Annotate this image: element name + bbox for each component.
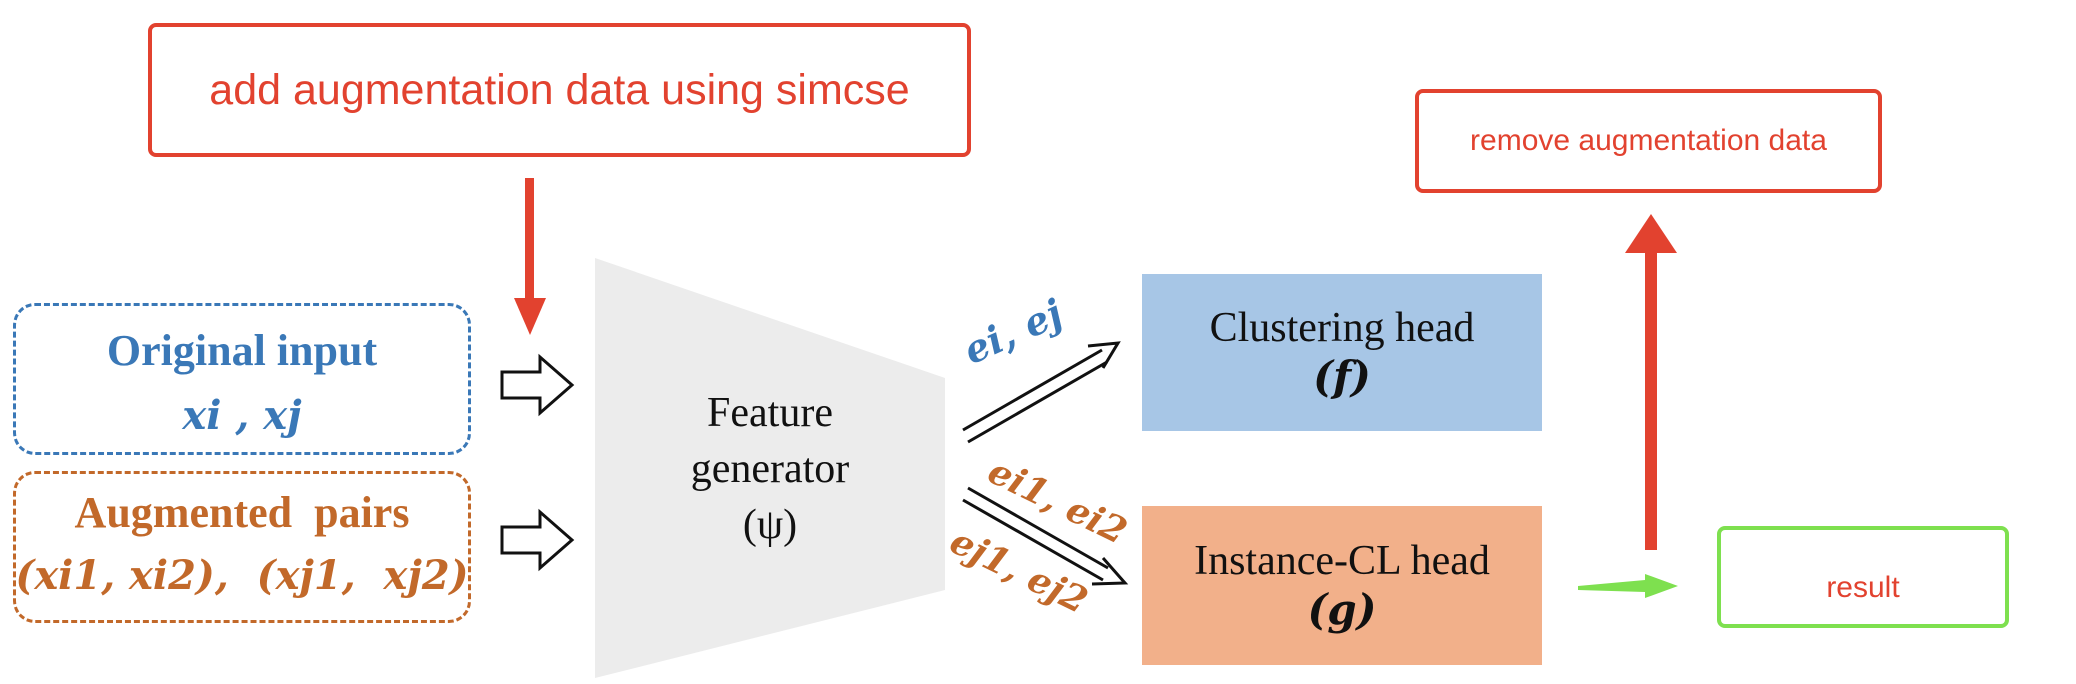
feature-generator-line2: generator	[690, 446, 850, 492]
remove-augmentation-text: remove augmentation data	[1470, 124, 1827, 157]
add-augmentation-annotation: add augmentation data using simcse	[148, 23, 971, 157]
original-input-title: Original input	[106, 326, 378, 375]
remove-augmentation-annotation: remove augmentation data	[1415, 89, 1882, 193]
clustering-head-title: Clustering head	[1209, 305, 1475, 351]
feature-generator-label: Feature generator (ψ)	[630, 385, 910, 553]
instance-cl-head-title: Instance-CL head	[1194, 538, 1490, 584]
hollow-arrow-augmented	[500, 508, 575, 572]
feature-generator-line1: Feature	[707, 390, 833, 436]
instance-cl-head-symbol: (g)	[1307, 585, 1377, 634]
result-text: result	[1826, 571, 1900, 604]
feature-generator-shape	[595, 258, 945, 678]
augmented-pairs-vars: (xi1, xi2), (xj1, xj2)	[15, 552, 469, 599]
red-down-arrow	[514, 178, 546, 335]
add-augmentation-text: add augmentation data using simcse	[209, 65, 910, 114]
green-arrow	[1578, 574, 1678, 598]
double-arrow-to-clustering	[962, 341, 1121, 444]
instance-cl-head: Instance-CL head (g)	[1142, 506, 1542, 665]
clustering-head: Clustering head (f)	[1142, 274, 1542, 431]
augmented-pairs-box	[13, 471, 471, 623]
double-arrow-to-instance	[962, 486, 1129, 586]
original-input-vars: xi , xj	[182, 392, 302, 439]
feature-generator-line3: (ψ)	[742, 502, 798, 548]
original-input-box	[13, 303, 471, 455]
hollow-arrow-original	[500, 353, 575, 417]
augmented-pairs-title: Augmented pairs	[74, 488, 410, 537]
result-box: result	[1717, 526, 2009, 628]
red-up-arrow	[1625, 214, 1677, 550]
clustering-head-symbol: (f)	[1313, 352, 1371, 401]
